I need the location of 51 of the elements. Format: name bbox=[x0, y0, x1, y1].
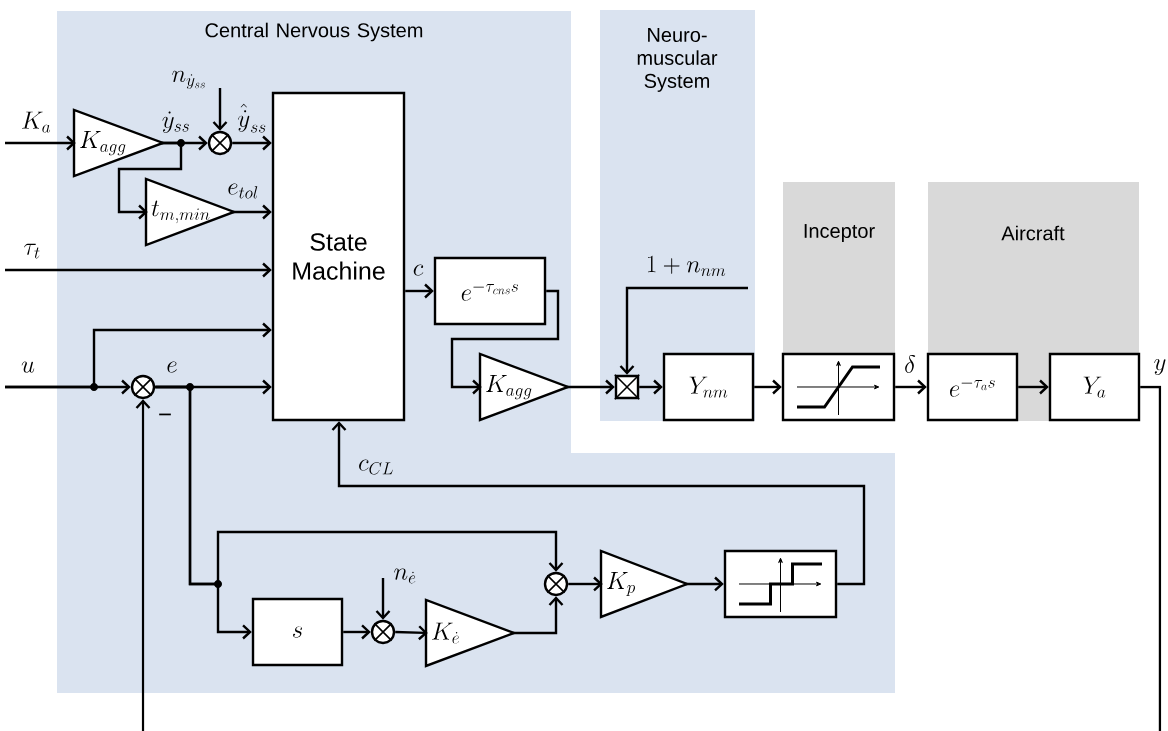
signal-arrow bbox=[619, 286, 748, 375]
signal-arrow bbox=[895, 379, 927, 395]
sign-label: − bbox=[159, 413, 171, 416]
edge-label: $\tau_{t}$ bbox=[24, 243, 40, 259]
edge-label: $n_{\dot{e}}$ bbox=[394, 568, 416, 584]
summing-junction bbox=[370, 619, 396, 645]
signal-arrow bbox=[639, 379, 663, 395]
delay-block: $e^{-\tau_{cns}s}$ bbox=[433, 256, 547, 326]
multiplier-box bbox=[614, 374, 640, 400]
edge-label: $\delta$ bbox=[905, 355, 916, 373]
signal-arrow bbox=[117, 141, 183, 220]
signal-arrow bbox=[232, 135, 272, 151]
edge-label: $K_{a}$ bbox=[22, 111, 51, 133]
saturation-block bbox=[781, 352, 896, 422]
signal-arrow bbox=[212, 88, 228, 131]
signal-arrow bbox=[232, 204, 272, 220]
signal-arrow bbox=[450, 289, 560, 395]
state-machine-box: State Machine bbox=[271, 91, 406, 422]
delay-block: $e^{-\tau_{a}s}$ bbox=[926, 352, 1019, 422]
signal-arrow bbox=[405, 283, 434, 299]
signal-arrow bbox=[5, 322, 272, 389]
signal-arrow bbox=[5, 262, 272, 278]
edge-label: $u$ bbox=[21, 361, 35, 373]
signal-arrow bbox=[331, 421, 866, 586]
signal-arrow bbox=[375, 578, 391, 620]
signal-arrow bbox=[155, 385, 252, 640]
transfer-block: $Y_{a}$ bbox=[1048, 352, 1141, 422]
edge-label: $c$ bbox=[413, 264, 424, 276]
edge-label: $1+n_{nm}$ bbox=[648, 255, 726, 277]
edge-label: $\hat{\dot{y}}_{ss}$ bbox=[238, 103, 266, 133]
transfer-block: $s$ bbox=[251, 597, 344, 667]
summing-junction bbox=[130, 374, 156, 400]
signal-arrow bbox=[512, 596, 564, 635]
signal-arrow bbox=[135, 399, 151, 731]
signal-arrow bbox=[1018, 379, 1049, 395]
signal-arrow bbox=[754, 379, 782, 395]
transfer-block: $Y_{nm}$ bbox=[662, 352, 755, 422]
edge-label: $c_{CL}$ bbox=[359, 459, 393, 475]
signal-arrow bbox=[685, 576, 724, 592]
summing-junction bbox=[543, 571, 569, 597]
signal-arrow bbox=[568, 576, 603, 592]
signal-arrow bbox=[343, 624, 371, 640]
summing-junction bbox=[207, 130, 233, 156]
edge-label: $e$ bbox=[167, 361, 177, 373]
signal-arrow bbox=[566, 379, 615, 395]
signal-arrow bbox=[5, 135, 76, 151]
relay-block bbox=[723, 549, 838, 619]
signal-arrow bbox=[395, 625, 428, 641]
edge-label: $n_{\dot{y}_{ss}}$ bbox=[172, 70, 205, 90]
edge-label: $y$ bbox=[1154, 358, 1166, 375]
signal-line bbox=[1140, 385, 1162, 731]
